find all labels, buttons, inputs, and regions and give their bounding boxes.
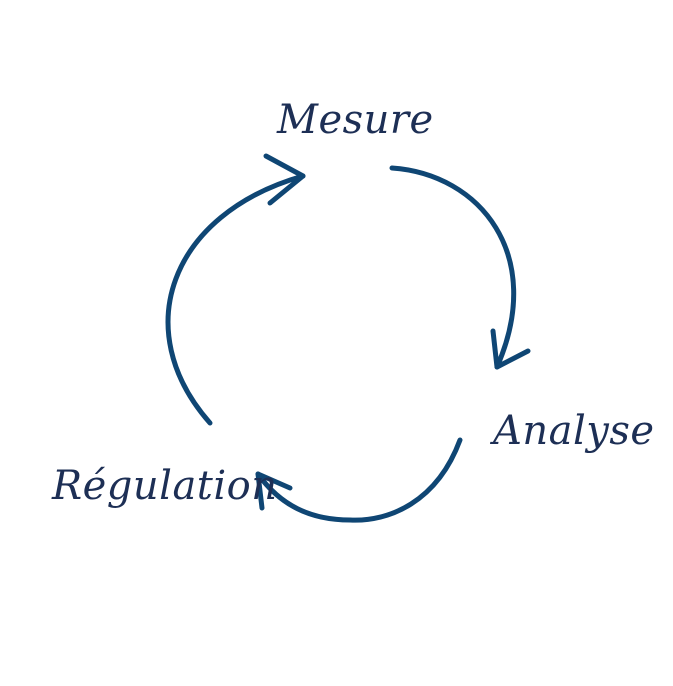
stage-label-mesure: Mesure: [276, 97, 434, 143]
arrow-mesure-to-analyse: [389, 165, 531, 370]
arrow-analyse-to-regulation: [255, 437, 463, 523]
stage-label-analyse: Analyse: [489, 408, 655, 454]
arrow-regulation-to-mesure: [165, 153, 306, 426]
stage-label-regulation: Régulation: [51, 463, 278, 509]
